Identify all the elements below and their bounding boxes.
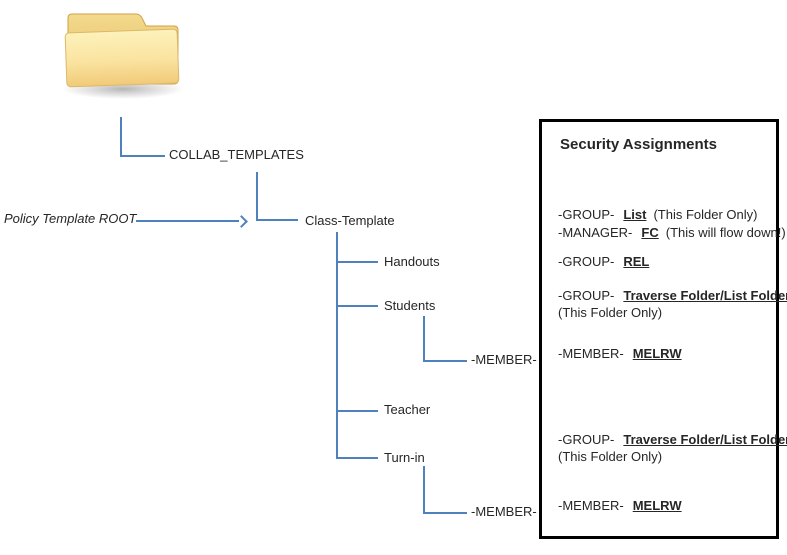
teacher-label: Teacher — [384, 402, 431, 417]
assignment-note: (This Folder Only) — [558, 305, 663, 320]
connector-collab-vertical — [256, 172, 258, 221]
security-assignments-box: Security Assignments -GROUP- List (This Fo… — [539, 119, 787, 539]
assignment-row: -MEMBER- MELRW — [558, 345, 682, 362]
assignment-note: (This Folder Only) — [558, 449, 663, 464]
connector-folder-horizontal — [120, 155, 165, 157]
connector-folder-vertical — [120, 117, 122, 157]
connector-turnin-member-vertical — [423, 466, 425, 514]
assignment-prefix: -MEMBER- — [558, 346, 624, 361]
assignment-prefix: -GROUP- — [558, 207, 615, 222]
assignment-value: REL — [623, 254, 650, 269]
assignment-row: -GROUP- Traverse Folder/List Folder (This… — [558, 287, 787, 321]
security-box-title: Security Assignments — [560, 136, 717, 153]
policy-template-root-label: Policy Template ROOT — [4, 211, 137, 226]
policy-arrow-head-icon — [235, 215, 248, 228]
assignment-prefix: -GROUP- — [558, 288, 615, 303]
connector-collab-horizontal — [256, 219, 298, 221]
connector-teacher — [336, 410, 378, 412]
assignment-prefix: -MEMBER- — [558, 498, 624, 513]
assignment-value: FC — [641, 225, 659, 240]
connector-students-member-horizontal — [423, 360, 467, 362]
assignment-row: -MANAGER- FC (This will flow down!) — [558, 224, 786, 241]
assignment-value: Traverse Folder/List Folder — [623, 432, 787, 447]
class-template-label: Class-Template — [305, 213, 395, 228]
turnin-label: Turn-in — [384, 450, 425, 465]
connector-turnin-member-horizontal — [423, 512, 467, 514]
assignment-value: MELRW — [632, 346, 682, 361]
assignment-row: -GROUP- List (This Folder Only) — [558, 206, 758, 223]
connector-students-member-vertical — [423, 316, 425, 362]
connector-handouts — [336, 261, 378, 263]
assignment-prefix: -GROUP- — [558, 254, 615, 269]
collab-templates-label: COLLAB_TEMPLATES — [169, 147, 304, 162]
folder-icon — [62, 13, 184, 99]
turnin-member-label: -MEMBER- — [471, 504, 537, 519]
connector-turnin — [336, 457, 378, 459]
students-member-label: -MEMBER- — [471, 352, 537, 367]
assignment-prefix: -GROUP- — [558, 432, 615, 447]
handouts-label: Handouts — [384, 254, 440, 269]
assignment-note: (This Folder Only) — [653, 207, 758, 222]
assignment-row: -GROUP- Traverse Folder/List Folder (This… — [558, 431, 787, 465]
policy-arrow-line — [136, 220, 239, 222]
assignment-value: MELRW — [632, 498, 682, 513]
assignment-row: -MEMBER- MELRW — [558, 497, 682, 514]
assignment-row: -GROUP- REL — [558, 253, 649, 270]
connector-class-spine — [336, 232, 338, 459]
students-label: Students — [384, 298, 436, 313]
assignment-value: List — [623, 207, 647, 222]
assignment-value: Traverse Folder/List Folder — [623, 288, 787, 303]
assignment-note: (This will flow down!) — [665, 225, 786, 240]
assignment-prefix: -MANAGER- — [558, 225, 633, 240]
connector-students — [336, 305, 378, 307]
